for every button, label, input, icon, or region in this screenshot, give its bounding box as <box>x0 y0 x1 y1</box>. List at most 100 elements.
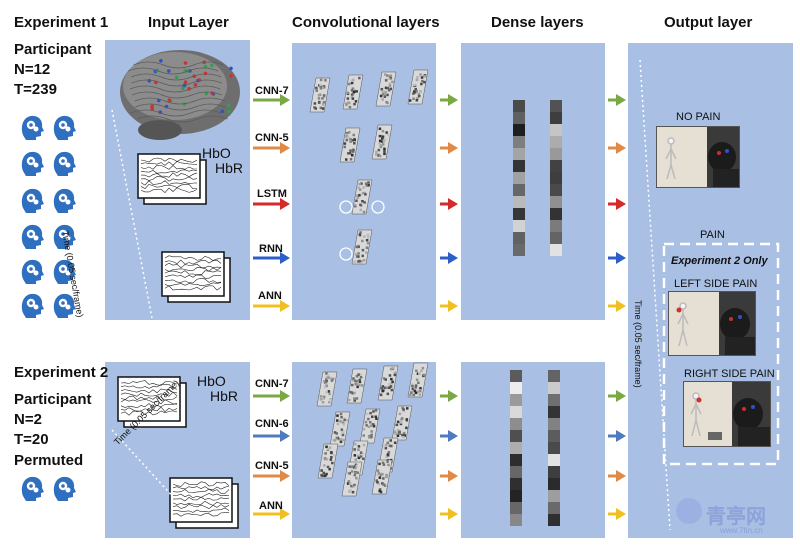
exp1-dense-bar-0-cell-9 <box>513 208 525 220</box>
brain-electrode-11 <box>227 109 232 114</box>
exp2-feature-map-7-px-24 <box>323 464 326 467</box>
exp1-feature-map-7-px-18 <box>357 252 360 255</box>
pain-label: PAIN <box>700 229 725 241</box>
exp2-feature-map-7-px-20 <box>333 454 336 457</box>
exp1-feature-map-6-px-18 <box>358 188 362 191</box>
exp1-hbr-label: HbR <box>215 160 244 176</box>
brain-electrode-38 <box>226 103 231 108</box>
exp1-participant-icon-7 <box>53 224 76 249</box>
exp1-top-frame-0 <box>137 153 201 199</box>
exp2-dense-bar-1-cell-2 <box>548 394 560 406</box>
exp1-feature-map-2-px-20 <box>386 86 390 90</box>
exp2-feature-map-1-px-24 <box>355 374 359 378</box>
brain-electrode-29 <box>204 91 209 96</box>
exp1-feature-map-4-px-12 <box>343 142 347 145</box>
exp2-feature-map-9-px-13 <box>386 441 390 445</box>
exp2-feature-map-4-px-24 <box>339 440 343 444</box>
exp2-feature-map-7-px-8 <box>326 447 329 451</box>
exp2-feature-map-2-px-12 <box>380 387 384 390</box>
exp2-feature-map-6-px-22 <box>398 430 401 434</box>
brain-gyrus-4 <box>130 85 221 93</box>
exp2-feature-map-2-px-0 <box>388 374 392 377</box>
exp1-feature-map-3-px-1 <box>412 97 415 100</box>
exp2-dense-bar-1-cell-10 <box>548 490 560 502</box>
exp1-dense-bar-0-cell-1 <box>513 112 525 124</box>
right-pain-photo-art <box>684 382 770 446</box>
exp1-feature-map-6 <box>351 179 373 215</box>
exp2-time-arrow <box>111 429 177 501</box>
exp2-feature-map-10-px-17 <box>348 482 352 485</box>
exp2-feature-map-5-px-13 <box>372 424 376 428</box>
exp1-dense-bar-0-cell-12 <box>513 244 525 256</box>
exp1-feature-map-3-px-8 <box>418 94 421 98</box>
exp2-feature-map-7-px-13 <box>320 469 323 472</box>
brain-gyrus-5 <box>131 91 223 99</box>
exp2-feature-map-9-px-11 <box>384 446 388 450</box>
exp2-dense-bar-0-cell-12 <box>510 514 522 526</box>
exp1-feature-map-3-px-4 <box>417 93 421 96</box>
exp2-feature-map-1-px-21 <box>357 373 360 376</box>
exp1-feature-map-0-px-21 <box>313 102 317 105</box>
exp2-feature-map-8-px-24 <box>353 448 356 451</box>
brain-electrode-30 <box>229 74 233 78</box>
exp1-feature-map-6-px-16 <box>362 210 366 214</box>
exp2-feature-map-1-px-16 <box>355 379 358 383</box>
exp2-feature-map-10-px-11 <box>349 489 352 493</box>
exp2-feature-map-4-px-9 <box>340 430 344 433</box>
exp2-feature-map-1-px-4 <box>353 399 356 402</box>
exp1-feature-map-1-px-2 <box>354 100 358 103</box>
exp1-feature-map-3-px-25 <box>424 75 427 78</box>
exp1-dense-bar-0-cell-8 <box>513 196 525 208</box>
exp1-dense-bar-1-cell-4 <box>550 148 562 160</box>
exp2-feature-map-10-px-12 <box>354 466 357 470</box>
exp2-feature-map-1-px-13 <box>353 397 356 400</box>
exp2-feature-map-1-px-9 <box>351 392 355 395</box>
exp1-feature-map-6-px-19 <box>360 182 363 185</box>
exp1-conv-arrow-2-head <box>448 198 458 210</box>
exp1-top-signal-3 <box>140 169 198 174</box>
brain-electrode-3 <box>150 104 154 109</box>
exp1-feature-map-7-px-1 <box>354 253 358 256</box>
exp2-feature-map-6-px-15 <box>396 428 400 432</box>
exp2-feature-map-6-px-5 <box>402 431 406 435</box>
exp2-feature-map-11-px-3 <box>377 482 381 486</box>
exp2-n: N=2 <box>14 411 42 428</box>
exp1-feature-map-1-px-19 <box>355 90 358 93</box>
exp2-feature-map-4-px-5 <box>345 419 348 422</box>
exp2-feature-map-3-px-13 <box>420 369 423 373</box>
exp2-feature-map-0-px-3 <box>328 401 331 404</box>
exp2-feature-map-5-px-7 <box>374 415 377 418</box>
exp2-feature-map-4-px-20 <box>340 428 344 431</box>
exp2-title: Experiment 2 <box>14 364 109 381</box>
exp2-feature-map-3-px-23 <box>418 389 422 393</box>
watermark-url: www.7tin.cn <box>720 526 763 535</box>
exp2-feature-map-3-px-8 <box>411 387 415 391</box>
exp2-feature-map-9-px-4 <box>385 455 388 459</box>
exp1-feature-map-0-px-1 <box>319 85 323 88</box>
exp1-feature-map-0-px-18 <box>321 97 324 100</box>
exp2-feature-map-11-px-2 <box>386 460 389 463</box>
exp1-feature-map-3-px-7 <box>414 88 417 91</box>
exp2-feature-map-1-px-23 <box>356 383 359 386</box>
exp2-feature-map-5-px-24 <box>370 424 373 427</box>
exp2-arrow-label-3: ANN <box>259 500 283 512</box>
exp1-feature-map-3-px-6 <box>415 78 419 82</box>
exp1-feature-map-1-px-25 <box>348 105 352 109</box>
exp2-feature-map-5-px-23 <box>367 417 370 421</box>
exp1-feature-map-1-px-9 <box>352 78 355 82</box>
exp1-feature-map-2-px-4 <box>387 77 390 80</box>
exp1-top-signal-7 <box>140 183 198 190</box>
brain-gyrus-9 <box>137 115 228 123</box>
exp2-feature-map-5-px-14 <box>374 409 378 412</box>
exp2-dense-bar-0-cell-0 <box>510 370 522 382</box>
exp1-feature-map-2-px-24 <box>386 74 389 77</box>
exp2-feature-map-6-px-17 <box>401 406 404 410</box>
no-pain-label: NO PAIN <box>676 111 721 123</box>
exp2-feature-map-4-px-6 <box>342 438 345 442</box>
exp2-feature-map-6-px-14 <box>402 410 406 413</box>
brain-electrode-33 <box>183 80 188 84</box>
exp2-feature-map-0-px-14 <box>325 382 328 386</box>
exp2-feature-map-0-px-0 <box>331 377 335 381</box>
header-input-layer: Input Layer <box>148 14 229 31</box>
exp2-feature-map-4-px-22 <box>339 438 343 441</box>
